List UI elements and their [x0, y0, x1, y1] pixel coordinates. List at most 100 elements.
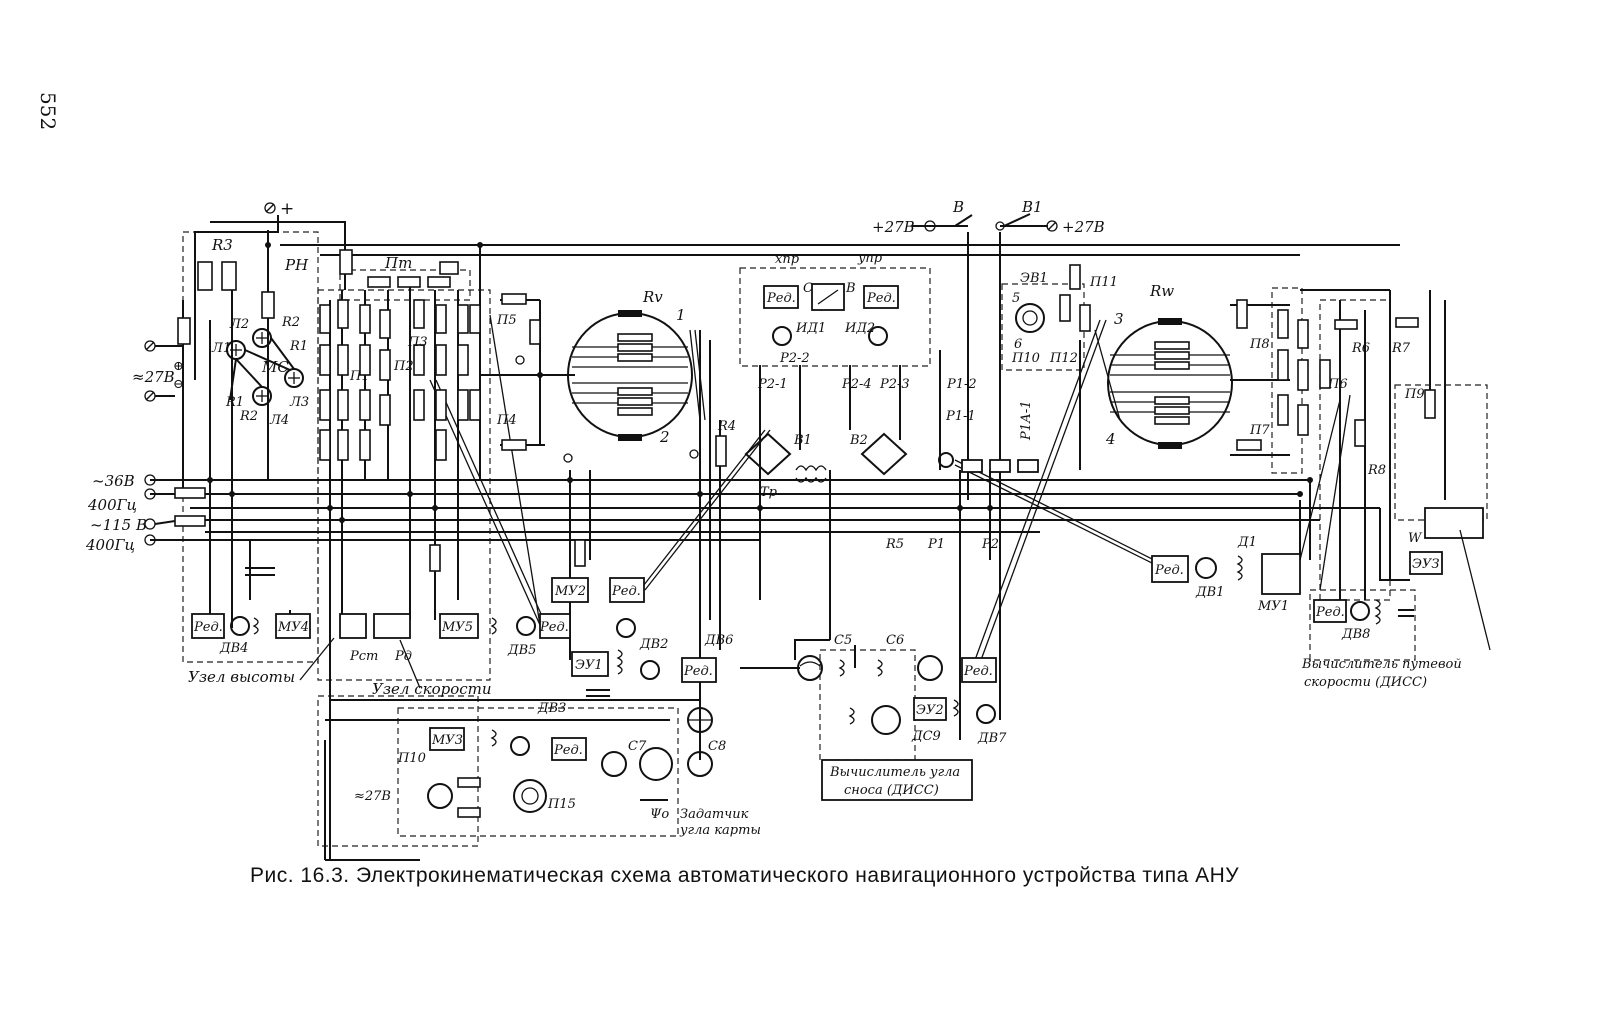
ground-speed-chain: Ред. ДВ1 Д1 МУ1 ЭУЗ Ред. ДВ8 Вычислитель… [1151, 529, 1491, 690]
red-id2: Ред. [866, 291, 896, 306]
red-dv5: Ред. [539, 620, 569, 635]
n2-label: 2 [659, 428, 670, 446]
hz400b-label: 400Гц [85, 536, 135, 554]
p3-label: П3 [407, 335, 428, 350]
p10-label: П10 [1011, 351, 1040, 366]
rh-block: R3 РН ⊕ ⊖ Л2 Л1 R2 R1 МС Л3 R1 R2 Л4 [173, 236, 309, 576]
dv4-label: ДВ4 [219, 641, 248, 656]
p-r2-label: Р2 [981, 537, 999, 552]
id-sensors: xпр yпр Ред. Ред. C B ИД1 ИД2 Р2-2 Р2-1 … [757, 251, 1034, 441]
red-dv7: Ред. [963, 664, 993, 679]
sign-plus: ⊕ [173, 359, 184, 374]
r2-3-label: Р2-3 [879, 377, 910, 392]
r2a-label: R2 [281, 315, 300, 330]
sw-b-label: В [952, 198, 964, 216]
r1-2-label: Р1-2 [946, 377, 977, 392]
altitude-chain: Ред. МУ4 ДВ4 Рст Рд МУ5 Ред. ДВ5 МУ2 Ред… [191, 577, 668, 664]
v27-right-label: +27В [1062, 218, 1105, 236]
r1-1-label: Р1-1 [945, 409, 976, 424]
n6-label: 6 [1014, 337, 1022, 352]
hz400a-label: 400Гц [87, 496, 137, 514]
mu4-label: МУ4 [277, 620, 309, 635]
p6-label: П6 [1327, 377, 1348, 392]
power-terminals: + +27В В В1 +27В ≈27В ~36В 400Гц ~115 В … [85, 198, 1105, 554]
junctions [207, 242, 1313, 523]
dv1-label: ДВ1 [1195, 585, 1224, 600]
v27-bottom-label: ≈27В [354, 789, 391, 804]
r2-1-label: Р2-1 [757, 377, 788, 392]
drift-2: сноса (ДИСС) [844, 783, 939, 798]
red-dv1: Ред. [1154, 563, 1184, 578]
n1-label: 1 [676, 306, 686, 324]
b2-label: В2 [849, 433, 868, 448]
mc-label: МС [261, 358, 289, 376]
v27-input-label: ≈27В [132, 368, 175, 386]
r7-label: R7 [1391, 341, 1411, 356]
mu3-label: МУ3 [431, 733, 463, 748]
map-1: Задатчик [680, 807, 749, 822]
r2-2-label: Р2-2 [779, 351, 810, 366]
p7-label: П7 [1249, 423, 1270, 438]
mu2-label: МУ2 [554, 584, 586, 599]
p2-label: П2 [393, 359, 414, 374]
center-chain: ЭУ1 Ред. ДВ6 [571, 633, 733, 733]
red-id1: Ред. [766, 291, 796, 306]
l4-label: Л4 [269, 413, 289, 428]
ev1-block: ЭВ1 5 6 П11 П10 П12 [1011, 264, 1118, 366]
p12-label: П12 [1049, 351, 1078, 366]
red-dv6: Ред. [683, 664, 713, 679]
rh-label: РН [284, 256, 309, 274]
r1a-1-label: Р1А-1 [1019, 400, 1034, 441]
r8-label: R8 [1367, 463, 1386, 478]
p10b-label: П10 [397, 751, 426, 766]
ac36-label: ~36В [92, 472, 135, 490]
r3-label: R3 [211, 236, 233, 254]
resistor-stacks: Пт П1 П2 П3 П5 П [319, 249, 586, 572]
p8-label: П8 [1249, 337, 1270, 352]
eu2-label: ЭУ2 [916, 703, 944, 718]
n5-label: 5 [1012, 291, 1020, 306]
rw-integrator: Rw 3 4 П8 П7 [1105, 282, 1270, 451]
l1-label: Л1 [211, 341, 231, 356]
figure-caption: Рис. 16.3. Электрокинематическая схема а… [250, 864, 1240, 887]
svg-text:⊖: ⊖ [173, 377, 184, 392]
r4-label: R4 [717, 419, 736, 434]
p4-label: П4 [496, 413, 517, 428]
rw-label: Rw [1149, 282, 1174, 300]
p9-label: П9 [1404, 387, 1425, 402]
dc9-label: ДС9 [911, 729, 941, 744]
map-angle-chain: МУ3 ДВ3 Ред. C7 C8 Ψо Задатчик угла карт… [354, 701, 761, 838]
xpr-label: xпр [775, 252, 800, 267]
n4-label: 4 [1105, 430, 1116, 448]
p-r1-label: Р1 [927, 537, 945, 552]
speed-node-label: Узел скорости [372, 680, 492, 698]
p15-label: П15 [547, 797, 576, 812]
r1b-label: R1 [225, 395, 244, 410]
d1-label: Д1 [1237, 535, 1257, 550]
b-label: B [845, 281, 856, 296]
r2-4-label: Р2-4 [841, 377, 872, 392]
l3-label: Л3 [289, 395, 309, 410]
map-2: угла карты [679, 823, 761, 838]
plus-label: + [280, 199, 294, 219]
dv6-label: ДВ6 [704, 633, 733, 648]
r5-label: R5 [885, 537, 904, 552]
pt-label: Пт [384, 254, 412, 272]
sw-b1-label: В1 [1021, 198, 1043, 216]
ground-speed-1: Вычислитель путевой [1301, 657, 1462, 672]
w-label: W [1408, 531, 1423, 546]
psi-label: Ψо [650, 807, 669, 822]
section-labels: Узел высоты Узел скорости [188, 637, 492, 698]
r1a-label: R1 [289, 339, 308, 354]
pd-label: Рд [394, 649, 412, 664]
ground-speed-2: скорости (ДИСС) [1304, 675, 1427, 690]
p11-label: П11 [1089, 275, 1118, 290]
ac115-label: ~115 В [90, 516, 147, 534]
c7-label: C7 [628, 739, 647, 754]
b1-label: В1 [793, 433, 812, 448]
dv8-label: ДВ8 [1341, 627, 1370, 642]
c8-label: C8 [708, 739, 726, 754]
l2-label: Л2 [229, 317, 249, 332]
ground-speed-resistors: R6 R7 П6 П9 R8 W [1277, 309, 1484, 546]
eu1-label: ЭУ1 [575, 658, 603, 673]
